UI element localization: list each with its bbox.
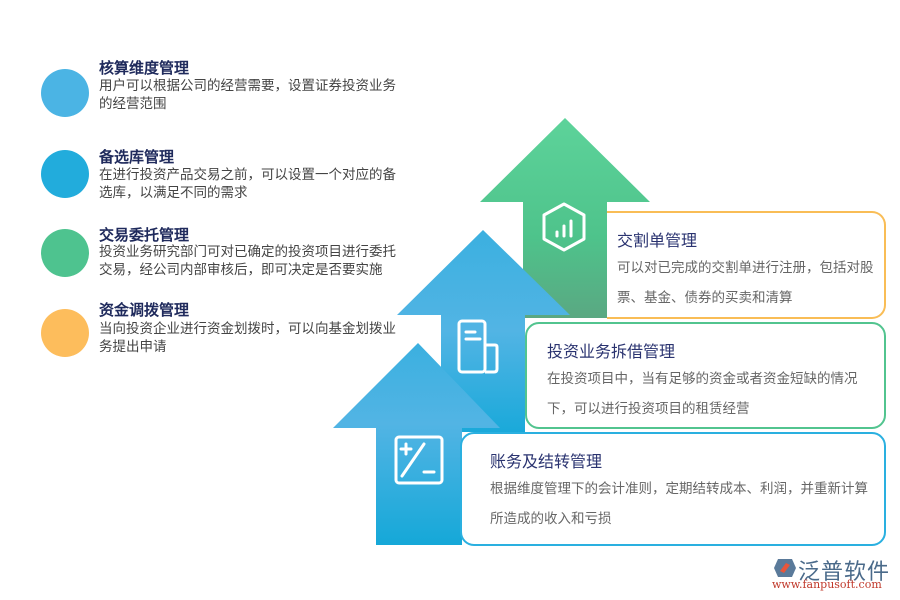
step-desc: 在投资项目中，当有足够的资金或者资金短缺的情况下，可以进行投资项目的租赁经营: [547, 371, 858, 417]
step-title: 投资业务拆借管理: [547, 342, 676, 361]
plus-minus-icon: [394, 435, 444, 485]
step-title: 账务及结转管理: [490, 452, 603, 471]
legend-title: 交易委托管理: [99, 226, 190, 244]
legend-desc: 用户可以根据公司的经营需要，设置证券投资业务的经营范围: [99, 78, 396, 112]
logo-url: www.fanpusoft.com: [772, 578, 882, 591]
legend-desc: 在进行投资产品交易之前，可以设置一个对应的备选库，以满足不同的需求: [99, 167, 396, 201]
legend-dot-green: [41, 229, 89, 277]
legend-title: 核算维度管理: [99, 59, 190, 77]
step-desc: 可以对已完成的交割单进行注册，包括对股票、基金、债券的买卖和清算: [617, 260, 874, 306]
arrow-blue-bottom: [333, 343, 500, 545]
step-title: 交割单管理: [617, 231, 698, 250]
step-desc: 根据维度管理下的会计准则，定期结转成本、利润，并重新计算所造成的收入和亏损: [490, 481, 868, 527]
step-card-lending: 投资业务拆借管理 在投资项目中，当有足够的资金或者资金短缺的情况下，可以进行投资…: [525, 322, 886, 429]
bar-chart-hexagon-icon: [542, 202, 586, 252]
fanpu-logo-icon: [774, 559, 796, 577]
logo-name: 泛普软件: [798, 560, 891, 585]
legend-title: 备选库管理: [99, 148, 175, 166]
step-card-accounting: 账务及结转管理 根据维度管理下的会计准则，定期结转成本、利润，并重新计算所造成的…: [460, 432, 886, 546]
legend-desc: 当向投资企业进行资金划拨时，可以向基金划拨业务提出申请: [99, 321, 396, 355]
legend-desc: 投资业务研究部门可对已确定的投资项目进行委托交易，经公司内部审核后，即可决定是否…: [99, 244, 396, 278]
legend-dot-orange: [41, 309, 89, 357]
step-card-settlement: 交割单管理 可以对已完成的交割单进行注册，包括对股票、基金、债券的买卖和清算: [607, 211, 886, 319]
arrow-green: [480, 118, 650, 318]
document-icon: [457, 319, 499, 374]
legend-dot-blue: [41, 69, 89, 117]
legend-title: 资金调拨管理: [99, 301, 190, 319]
legend-dot-cyan: [41, 150, 89, 198]
